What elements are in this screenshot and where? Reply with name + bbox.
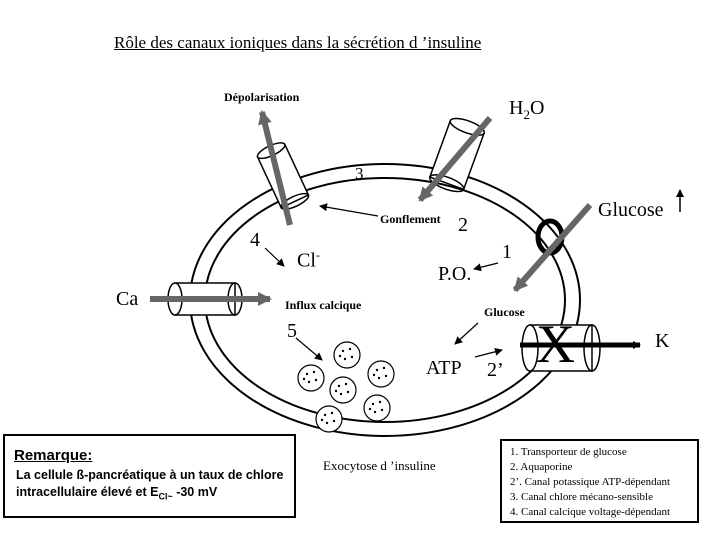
label-2: 2 [458,214,468,236]
legend-item: 4. Canal calcique voltage-dépendant [510,506,671,518]
granule-dots [302,347,388,425]
label-2-prime: 2’ [487,359,504,381]
label-h2o: H2O [509,97,545,122]
label-5-arrow [295,337,323,361]
label-depolarisation: Dépolarisation [224,90,300,104]
label-4: 4 [250,229,260,251]
legend-item: 3. Canal chlore mécano-sensible [510,491,653,503]
label-4-arrow [264,247,285,267]
legend-item: 2. Aquaporine [510,461,573,473]
depolarisation-arrow [258,110,293,226]
atp-arrow [474,347,503,358]
label-calcium: Ca [116,288,139,310]
water-arrow [417,116,493,202]
label-potassium: K [655,330,670,352]
insulin-granules [297,341,395,433]
label-influx-calcique: Influx calcique [285,298,362,312]
gonflement-arrow [319,203,379,217]
label-glucose-outside: Glucose [598,199,664,221]
label-atp: ATP [426,357,462,379]
legend-box [500,439,699,523]
legend-item: 1. Transporteur de glucose [510,446,627,458]
label-gonflement: Gonflement [380,212,441,226]
glucose-in-arrow [454,322,479,345]
glucose-entry-arrow [512,203,593,292]
label-3-arrow [331,185,355,195]
legend-item: 2’. Canal potassique ATP-dépendant [510,476,671,488]
label-3: 3 [355,164,364,183]
label-chloride: Cl- [297,248,320,272]
channel-2prime-potassium [521,324,601,372]
diagram-title: Rôle des canaux ioniques dans la sécréti… [114,33,482,52]
remarque-body: La cellule ß-pancréatique à un taux de c… [16,468,284,502]
label-po: P.O. [438,263,472,285]
remarque-box [3,434,296,518]
blocked-channel-x: X [536,314,575,374]
remarque-title: Remarque: [14,447,93,464]
label-1-arrow [473,262,499,272]
label-exocytose: Exocytose d ’insuline [323,458,436,473]
label-glucose-inside: Glucose [484,305,525,319]
label-5: 5 [287,320,297,342]
label-1: 1 [502,241,512,263]
